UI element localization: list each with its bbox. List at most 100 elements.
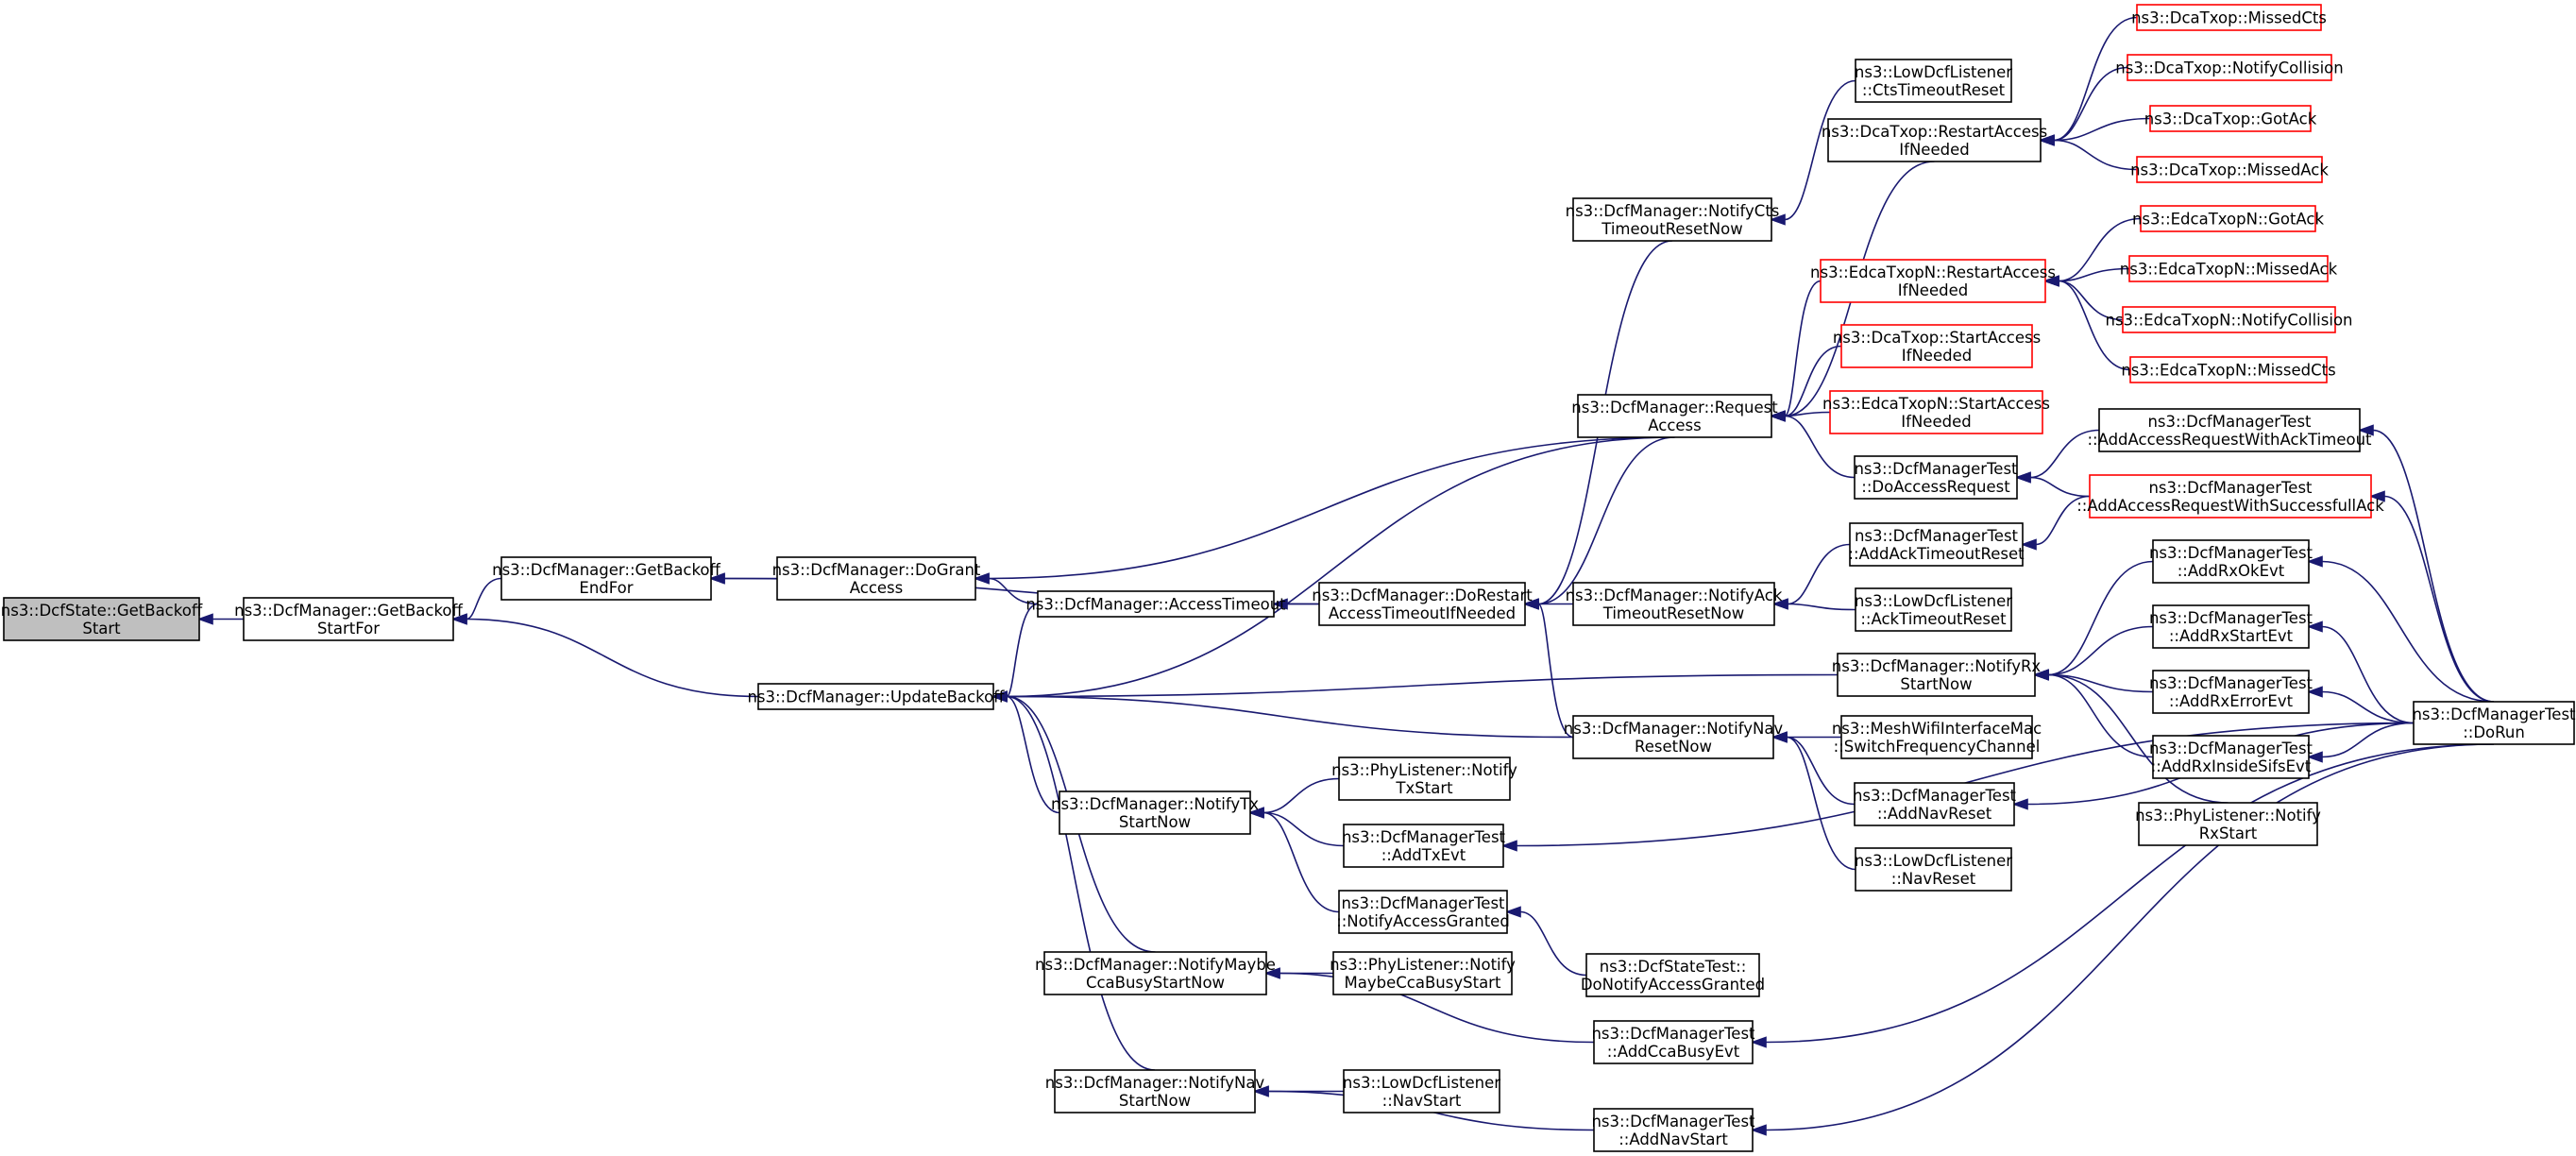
node-label: ::AddAckTimeoutReset [1848, 545, 2025, 563]
edge-nnav_r-to-drat [1522, 598, 1574, 739]
node-box [757, 683, 994, 710]
node-ldl-ack[interactable]: ns3::LowDcfListener::AckTimeoutReset [1855, 587, 2012, 632]
node-box [1572, 197, 1772, 242]
node-addnavr[interactable]: ns3::DcfManagerTest::AddNavReset [1853, 782, 2017, 826]
node-ncts[interactable]: ns3::DcfManager::NotifyCtsTimeoutResetNo… [1566, 197, 1780, 242]
node-rxsifs[interactable]: ns3::DcfManagerTest::AddRxInsideSifsEvt [2149, 735, 2313, 779]
node-label: ns3::DcaTxop::MissedCts [2131, 9, 2327, 27]
node-box [1837, 653, 2036, 697]
node-label: MaybeCcaBusyStart [1345, 974, 1501, 992]
node-label: ns3::DcfManager::UpdateBackoff [747, 688, 1005, 706]
node-ldl-nav[interactable]: ns3::LowDcfListener::NavStart [1343, 1069, 1500, 1114]
node-ncca[interactable]: ns3::DcfManager::NotifyMaybeCcaBusyStart… [1035, 951, 1276, 995]
node-label: ns3::DcfManagerTest [1853, 787, 2017, 805]
node-edca-mcts[interactable]: ns3::EdcaTxopN::MissedCts [2121, 356, 2336, 383]
node-box [2128, 255, 2329, 282]
node-label: StartNow [1119, 1092, 1191, 1110]
node-nag[interactable]: ns3::DcfManagerTest::NotifyAccessGranted [1336, 890, 1510, 934]
node-box [1855, 59, 2012, 103]
edge-dst-to-nag [1504, 906, 1587, 977]
node-label: ns3::DcaTxop::RestartAccess [1822, 123, 2047, 141]
node-label: ns3::DcfManager::NotifyRx [1832, 657, 2042, 675]
node-box [1343, 1069, 1500, 1114]
node-edca-nc[interactable]: ns3::EdcaTxopN::NotifyCollision [2106, 306, 2353, 333]
node-dca-ma[interactable]: ns3::DcaTxop::MissedAck [2130, 156, 2329, 183]
edge-rxstart-to-nrx [2032, 625, 2154, 681]
node-label: ns3::DcfManager::GetBackoff [492, 561, 720, 579]
node-box [1572, 715, 1774, 759]
node-label: ns3::DcfManager::NotifyMaybe [1035, 956, 1276, 974]
node-label: ns3::DcfStateTest:: [1600, 958, 1747, 976]
node-ldl-cts[interactable]: ns3::LowDcfListener::CtsTimeoutReset [1855, 59, 2012, 103]
node-box [2122, 306, 2336, 333]
node-label: IfNeeded [1898, 281, 1968, 299]
node-dst[interactable]: ns3::DcfStateTest::DoNotifyAccessGranted [1581, 953, 1765, 997]
node-label: ns3::LowDcfListener [1855, 63, 2012, 81]
node-box [500, 556, 712, 601]
node-addtx[interactable]: ns3::DcfManagerTest::AddTxEvt [1342, 824, 1506, 868]
node-ub[interactable]: ns3::DcfManager::UpdateBackoff [747, 683, 1005, 710]
node-label: AccessTimeoutIfNeeded [1329, 604, 1516, 622]
node-dca-nc[interactable]: ns3::DcaTxop::NotifyCollision [2115, 54, 2344, 81]
node-dorun[interactable]: ns3::DcfManagerTest::DoRun [2412, 701, 2576, 745]
edge-dorun-to-rxsifs [2306, 722, 2415, 763]
node-nack[interactable]: ns3::DcfManager::NotifyAckTimeoutResetNo… [1566, 582, 1783, 626]
node-rxstart[interactable]: ns3::DcfManagerTest::AddRxStartEvt [2149, 604, 2313, 649]
node-label: Start [82, 620, 121, 638]
node-at[interactable]: ns3::DcfManager::AccessTimeout [1025, 590, 1286, 618]
node-label: ns3::DcaTxop::NotifyCollision [2115, 60, 2343, 77]
node-mesh[interactable]: ns3::MeshWifiInterfaceMac::SwitchFrequen… [1832, 715, 2042, 759]
node-aatr[interactable]: ns3::DcfManagerTest::AddAckTimeoutReset [1848, 522, 2025, 567]
node-label: RxStart [2199, 824, 2258, 842]
node-dca-ga[interactable]: ns3::DcaTxop::GotAck [2144, 105, 2317, 132]
node-label: ns3::DcfManager::DoGrant [772, 561, 981, 579]
node-label: Access [1648, 416, 1702, 434]
node-aarwat[interactable]: ns3::DcfManagerTest::AddAccessRequestWit… [2087, 408, 2372, 452]
node-box [243, 597, 454, 641]
edge-req-to-ub [991, 436, 1675, 703]
node-label: ns3::DcaTxop::GotAck [2144, 110, 2317, 128]
node-drat[interactable]: ns3::DcfManager::DoRestartAccessTimeoutI… [1312, 582, 1533, 626]
node-rxok[interactable]: ns3::DcfManagerTest::AddRxOkEvt [2149, 539, 2313, 584]
node-label: ::AddRxStartEvt [2169, 627, 2294, 645]
node-rxerr[interactable]: ns3::DcfManagerTest::AddRxErrorEvt [2149, 670, 2313, 714]
node-ldl-navr[interactable]: ns3::LowDcfListener::NavReset [1855, 847, 2012, 892]
node-label: ::AddRxErrorEvt [2169, 692, 2294, 710]
node-label: ns3::DcaTxop::MissedAck [2130, 162, 2329, 179]
node-label: ns3::DcfManager::GetBackoff [234, 602, 463, 620]
node-aarwsa[interactable]: ns3::DcfManagerTest::AddAccessRequestWit… [2076, 474, 2384, 518]
node-addnavs[interactable]: ns3::DcfManagerTest::AddNavStart [1591, 1108, 1755, 1152]
node-addcca[interactable]: ns3::DcfManagerTest::AddCcaBusyEvt [1591, 1020, 1755, 1064]
node-label: ns3::DcfManagerTest [2149, 609, 2313, 627]
node-label: ::AddCcaBusyEvt [1607, 1043, 1740, 1061]
node-label: ns3::EdcaTxopN::GotAck [2132, 211, 2325, 229]
edge-nnav_s-to-ub [991, 690, 1156, 1071]
node-edca-ga[interactable]: ns3::EdcaTxopN::GotAck [2132, 205, 2325, 232]
node-doar[interactable]: ns3::DcfManagerTest::DoAccessRequest [1854, 455, 2018, 500]
node-box [2138, 802, 2318, 846]
edge-dorun-to-rxok [2306, 555, 2495, 703]
node-label: ns3::DcaTxop::StartAccess [1833, 329, 2041, 347]
node-box [1332, 951, 1513, 995]
edge-ub-to-gbsf [450, 613, 759, 698]
node-box [1338, 890, 1508, 934]
node-dca-mcts[interactable]: ns3::DcaTxop::MissedCts [2131, 4, 2327, 31]
node-pl-cca[interactable]: ns3::PhyListener::NotifyMaybeCcaBusyStar… [1330, 951, 1516, 995]
node-label: ns3::DcfManagerTest [2412, 706, 2576, 723]
node-edca-ma[interactable]: ns3::EdcaTxopN::MissedAck [2120, 255, 2338, 282]
